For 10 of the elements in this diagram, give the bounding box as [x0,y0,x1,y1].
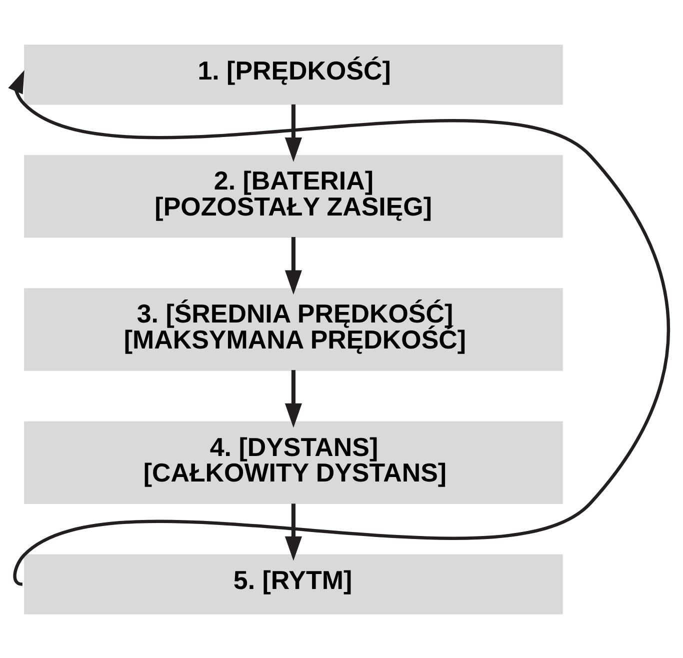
node-box: 3. [ŚREDNIA PRĘDKOŚĆ] [MAKSYMANA PRĘDKOŚĆ] [24,288,563,370]
arrow [8,70,670,585]
arrow [284,104,302,162]
arrow [284,503,302,560]
node-box: 5. [RYTM] [24,554,563,614]
node-box: 2. [BATERIA] [POZOSTAŁY ZASIĘG] [24,154,563,238]
arrow [284,370,302,428]
node-box: 1. [PRĘDKOŚĆ] [24,44,563,104]
arrow [284,236,302,294]
node-box: 4. [DYSTANS] [CAŁKOWITY DYSTANS] [24,420,563,504]
